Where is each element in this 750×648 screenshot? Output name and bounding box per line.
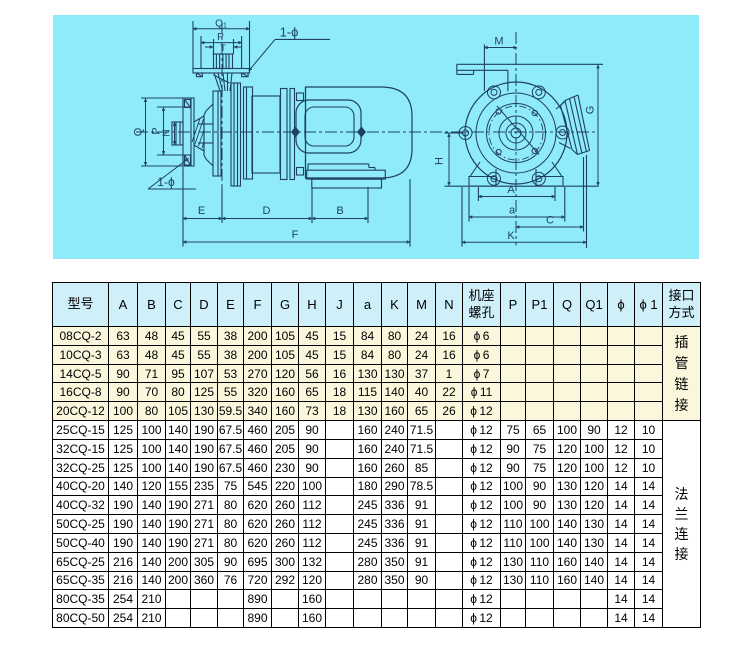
svg-text:1-ϕ: 1-ϕ bbox=[280, 25, 299, 40]
svg-text:C: C bbox=[546, 215, 554, 227]
svg-text:a: a bbox=[509, 205, 516, 217]
svg-text:N: N bbox=[162, 129, 173, 136]
svg-text:P: P bbox=[217, 32, 224, 43]
svg-text:1-ϕ: 1-ϕ bbox=[157, 175, 175, 189]
svg-text:B: B bbox=[336, 205, 343, 217]
svg-text:D: D bbox=[263, 205, 271, 217]
svg-text:F: F bbox=[292, 229, 299, 241]
svg-text:P: P bbox=[151, 127, 163, 134]
svg-text:Q: Q bbox=[133, 127, 145, 136]
svg-text:A: A bbox=[507, 184, 515, 196]
svg-text:M: M bbox=[494, 36, 503, 48]
svg-text:G: G bbox=[585, 106, 597, 115]
svg-text:K: K bbox=[507, 230, 515, 242]
svg-text:H: H bbox=[434, 157, 446, 165]
svg-text:T: T bbox=[220, 43, 226, 53]
svg-text:Q1: Q1 bbox=[215, 18, 227, 29]
svg-text:E: E bbox=[198, 205, 205, 217]
